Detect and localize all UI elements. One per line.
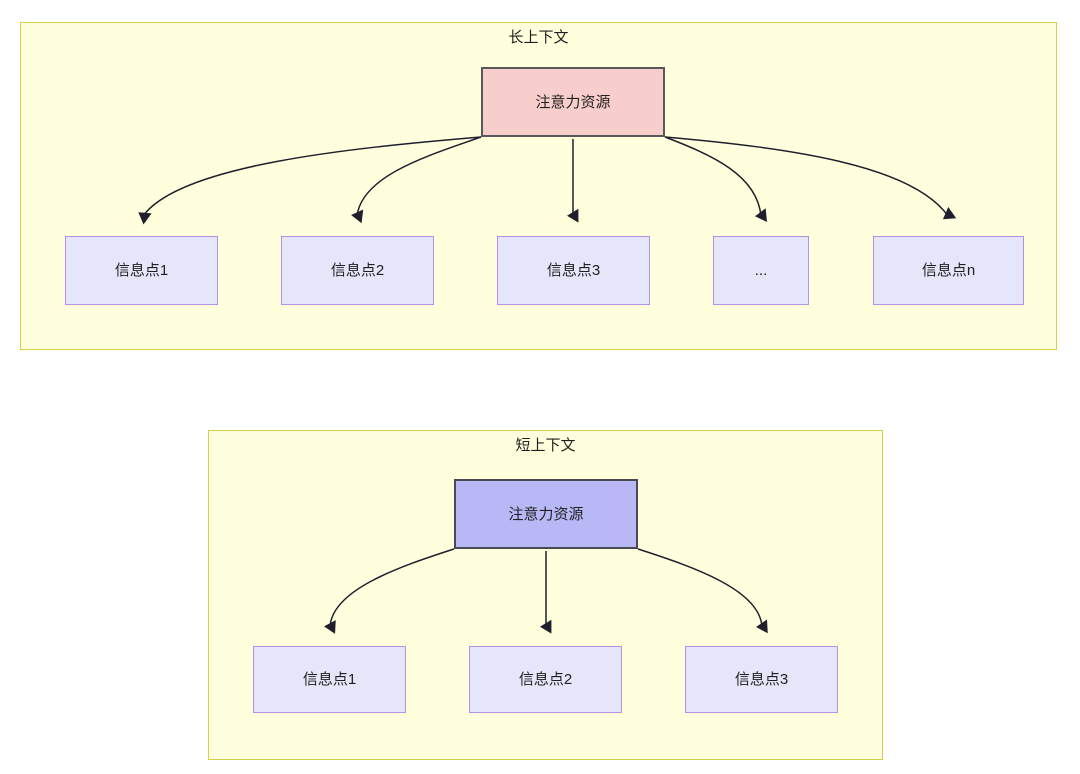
group-long-context-title: 长上下文 — [508, 29, 569, 46]
info-node-long-2[interactable]: 信息点2 — [281, 236, 434, 305]
info-node-long-3[interactable]: 信息点3 — [497, 236, 650, 305]
info-node-long-ellipsis[interactable]: ... — [713, 236, 809, 305]
group-short-context-title: 短上下文 — [515, 437, 576, 454]
info-node-short-3[interactable]: 信息点3 — [685, 646, 838, 713]
attention-resource-short[interactable]: 注意力资源 — [454, 479, 638, 549]
info-node-long-n[interactable]: 信息点n — [873, 236, 1024, 305]
info-node-short-2[interactable]: 信息点2 — [469, 646, 622, 713]
info-node-short-1[interactable]: 信息点1 — [253, 646, 406, 713]
attention-resource-long[interactable]: 注意力资源 — [481, 67, 665, 137]
info-node-long-1[interactable]: 信息点1 — [65, 236, 218, 305]
